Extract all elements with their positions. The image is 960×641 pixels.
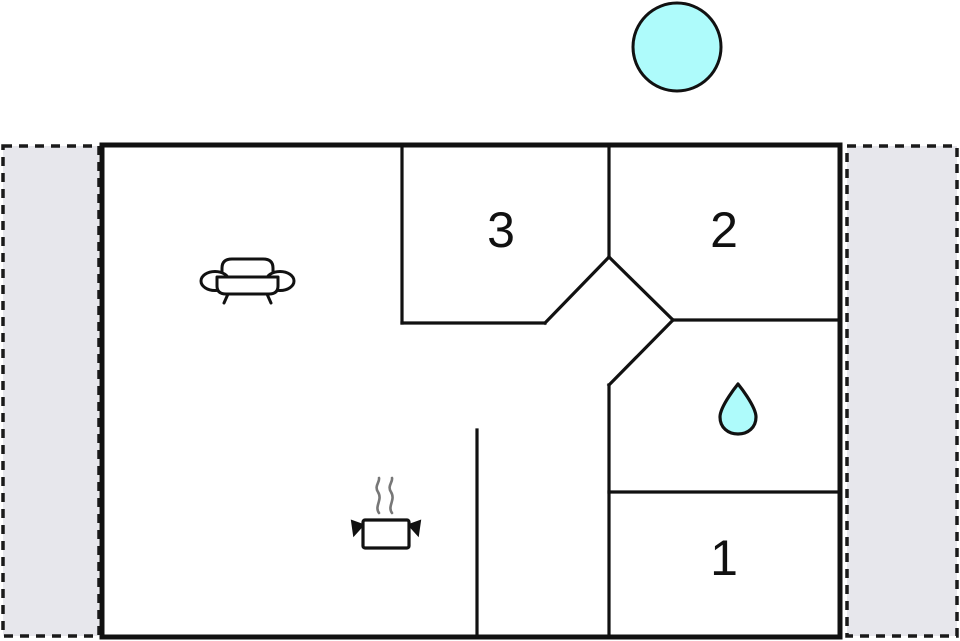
exterior-zone-left <box>1 144 101 638</box>
pot-body <box>361 518 411 550</box>
outer-wall-outline <box>99 142 843 640</box>
exterior-zone-right <box>845 144 959 638</box>
room-label-1: 1 <box>710 530 738 586</box>
wall-room3-bevel <box>542 254 612 326</box>
interior-floor <box>102 145 840 637</box>
pot-handle-right <box>407 519 422 538</box>
cooking-pot-icon <box>350 476 422 550</box>
wall-hall-bevel-lower-right <box>606 317 676 388</box>
interior-walls <box>400 143 842 639</box>
sofa-icon <box>199 257 296 305</box>
sofa-backrest <box>220 257 275 283</box>
room-labels: 3 2 1 <box>487 202 738 586</box>
room-label-3: 3 <box>487 202 515 258</box>
water-drop-shape <box>718 382 758 436</box>
sun-circle-icon <box>631 1 723 93</box>
water-drop-icon <box>718 382 758 436</box>
exterior-zones <box>1 144 959 638</box>
pot-steam <box>375 476 394 515</box>
room-label-2: 2 <box>710 202 738 258</box>
sofa-seat <box>215 275 280 296</box>
sun-circle-shape <box>631 1 723 93</box>
pot-steam-left <box>375 476 381 515</box>
pot-handle-left <box>350 519 365 538</box>
sofa-leg-left <box>222 292 230 305</box>
pot-steam-right <box>388 476 394 515</box>
wall-hall-bevel-upper-right <box>606 254 676 323</box>
sofa-leg-right <box>265 292 273 305</box>
